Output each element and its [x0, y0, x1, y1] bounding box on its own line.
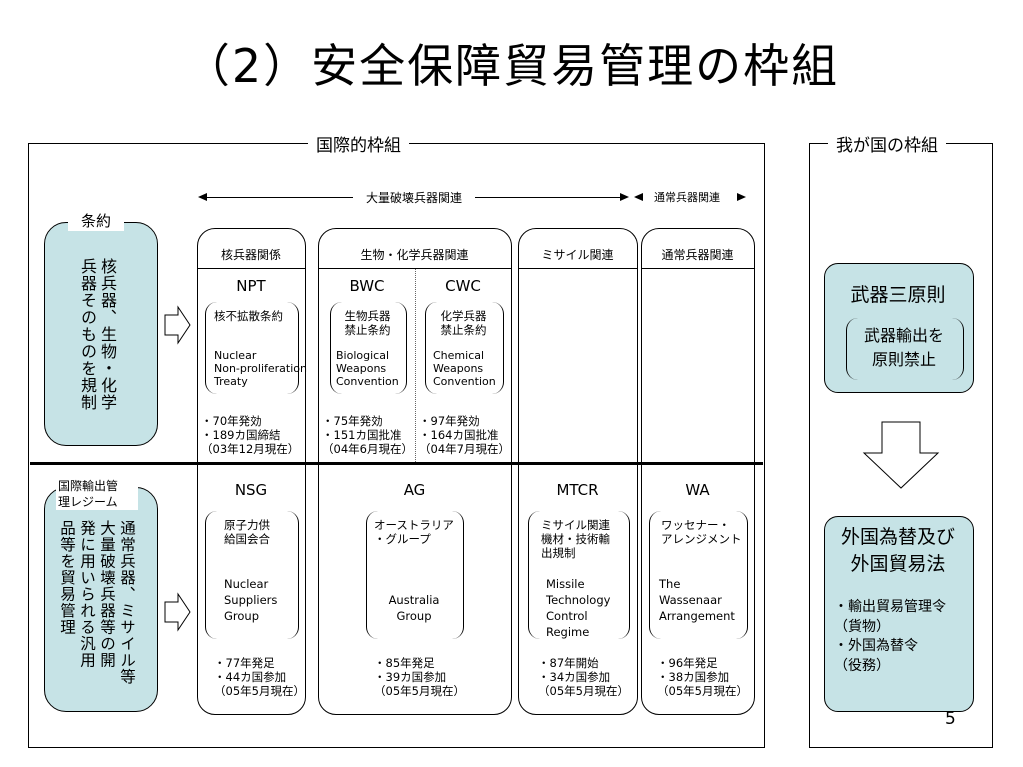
npt-en: Nuclear Non-proliferation Treaty — [214, 349, 307, 388]
japan-down-arrow — [862, 421, 940, 489]
header-biochem: 生物・化学兵器関連 — [360, 248, 469, 262]
bwc-notes: ・75年発効 ・151カ国批准 （04年6月現在） — [322, 414, 413, 456]
nsg-ja: 原子力供 給国会合 — [224, 518, 270, 546]
wmd-arrow-line-left — [205, 197, 353, 198]
wa-en: The Wassenaar Arrangement — [659, 577, 735, 623]
wmd-category-label: 大量破壊兵器関連 — [365, 191, 462, 205]
arrow-left-head — [198, 193, 207, 201]
regime-box-text: 通常兵器、ミサイル等 大量破壊兵器等の開 発に用いられる汎用 品等を貿易管理 — [58, 520, 136, 685]
mtcr-en: Missile Technology Control Regime — [546, 577, 611, 639]
header-rule-nuclear — [197, 268, 305, 269]
ag-abbr: AG — [403, 481, 426, 499]
arrow-right-head — [620, 193, 629, 201]
wa-ja: ワッセナー・ アレンジメント — [661, 518, 742, 546]
mtcr-ja: ミサイル関連 機材・技術輸 出規制 — [541, 518, 610, 560]
japan-frame-label: 我が国の枠組 — [828, 131, 946, 156]
mtcr-notes: ・87年開始 ・34カ国参加 （05年5月現在） — [538, 656, 629, 698]
wmd-arrow-line-right — [475, 197, 621, 198]
header-missile: ミサイル関連 — [541, 248, 614, 262]
bwc-cwc-divider — [415, 269, 416, 462]
treaty-box-text: 核兵器、生物・化学 兵器そのものを規制 — [78, 258, 117, 411]
page-title: （2）安全保障貿易管理の枠組 — [183, 39, 840, 93]
header-rule-missile — [518, 268, 637, 269]
header-nuclear: 核兵器関係 — [220, 248, 281, 262]
ag-notes: ・85年発足 ・39カ国参加 （05年5月現在） — [374, 656, 465, 698]
treaty-box-label: 条約 — [68, 210, 124, 231]
wa-abbr: WA — [685, 481, 710, 499]
nsg-en: Nuclear Suppliers Group — [224, 577, 278, 623]
law-title: 外国為替及び 外国貿易法 — [840, 526, 955, 575]
law-body: ・輸出貿易管理令 （貨物） ・外国為替令 （役務） — [834, 599, 946, 674]
cwc-en: Chemical Weapons Convention — [433, 349, 496, 388]
npt-bracket — [205, 302, 299, 394]
cwc-ja: 化学兵器 禁止条約 — [440, 309, 487, 337]
principles-body: 武器輸出を 原則禁止 — [863, 326, 944, 369]
wa-notes: ・96年発足 ・38カ国参加 （05年5月現在） — [657, 656, 748, 698]
bwc-abbr: BWC — [349, 277, 385, 295]
page-number: 5 — [945, 709, 956, 729]
npt-notes: ・70年発効 ・189カ国締結 （03年12月現在） — [201, 414, 300, 456]
column-nuclear — [197, 228, 306, 715]
wa-bracket — [649, 511, 748, 639]
law-box — [824, 516, 974, 712]
column-biochem — [318, 228, 512, 715]
cwc-bracket — [425, 302, 504, 394]
regime-box-label: 国際輸出管 理レジーム — [56, 478, 138, 510]
ag-en: Australia Group — [388, 593, 440, 623]
bwc-bracket — [330, 302, 407, 394]
regime-hollow-arrow — [164, 592, 191, 632]
conv-arrow-left-head — [634, 193, 643, 201]
column-conventional — [641, 228, 755, 715]
treaty-hollow-arrow — [164, 305, 191, 345]
bwc-ja: 生物兵器 禁止条約 — [344, 309, 391, 337]
nsg-abbr: NSG — [234, 481, 268, 499]
cwc-abbr: CWC — [445, 277, 481, 295]
treaty-box — [44, 222, 158, 446]
ag-ja: オーストラリア ・グループ — [374, 518, 454, 546]
conventional-category-label: 通常兵器関連 — [654, 191, 720, 204]
ag-bracket — [366, 511, 464, 639]
bwc-en: Biological Weapons Convention — [336, 349, 399, 388]
column-missile — [518, 228, 638, 715]
treaty-regime-divider — [30, 462, 763, 465]
npt-abbr: NPT — [236, 277, 266, 295]
npt-ja: 核不拡散条約 — [214, 309, 283, 323]
conv-arrow-right-head — [737, 193, 746, 201]
principles-bracket — [846, 318, 964, 380]
header-rule-conventional — [641, 268, 754, 269]
international-frame-label: 国際的枠組 — [308, 131, 409, 156]
mtcr-bracket — [528, 511, 630, 639]
header-conventional: 通常兵器関連 — [661, 248, 734, 262]
mtcr-abbr: MTCR — [556, 481, 599, 499]
header-rule-biochem — [318, 268, 511, 269]
nsg-notes: ・77年発足 ・44カ国参加 （05年5月現在） — [214, 656, 305, 698]
regime-box — [44, 487, 158, 712]
principles-title: 武器三原則 — [850, 284, 946, 306]
nsg-bracket — [205, 511, 299, 639]
cwc-notes: ・97年発効 ・164カ国批准 （04年7月現在） — [419, 414, 510, 456]
